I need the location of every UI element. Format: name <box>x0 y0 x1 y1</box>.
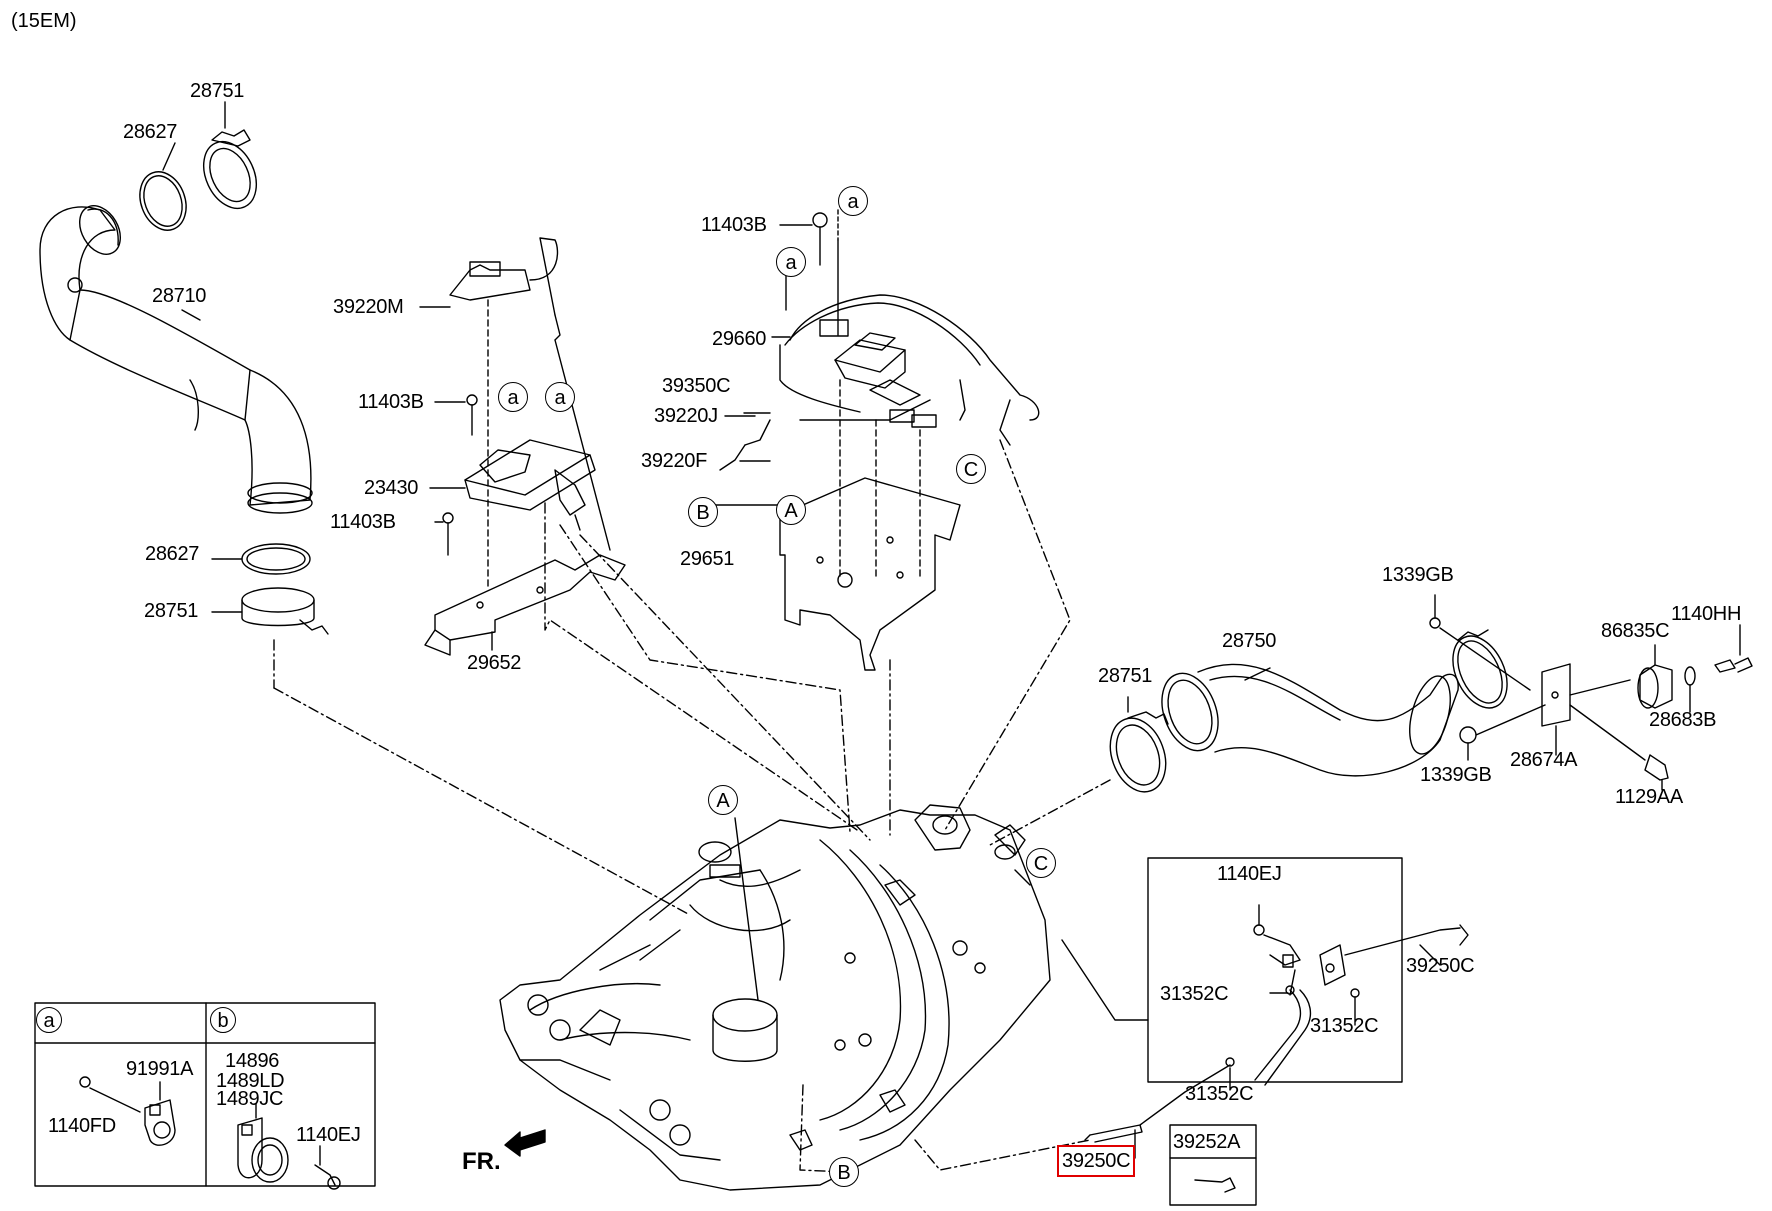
part-label-1140EJ-legend[interactable]: 1140EJ <box>296 1124 361 1146</box>
bolt-11403B-3-drawing <box>812 212 828 228</box>
part-label-86835C[interactable]: 86835C <box>1601 620 1670 642</box>
part-label-29660[interactable]: 29660 <box>712 328 767 350</box>
pipe-28750-drawing <box>1161 663 1459 777</box>
front-label: FR. <box>462 1148 501 1175</box>
callout-B-sensor: B <box>688 497 718 527</box>
clamp-1339GB-drawing <box>1429 617 1508 744</box>
dpf-assembly-drawing <box>499 804 1051 1191</box>
part-label-28750[interactable]: 28750 <box>1222 630 1277 652</box>
bolt-1140HH-drawing <box>1714 657 1753 673</box>
callout-a-1: a <box>838 186 868 216</box>
part-label-31352C-2[interactable]: 31352C <box>1310 1015 1379 1037</box>
part-label-1140HH[interactable]: 1140HH <box>1671 603 1742 625</box>
part-label-28751-top[interactable]: 28751 <box>190 80 245 102</box>
part-label-39252A[interactable]: 39252A <box>1173 1131 1241 1153</box>
part-label-39250C-right[interactable]: 39250C <box>1406 955 1475 977</box>
part-label-1489LD[interactable]: 1489LD <box>216 1070 285 1092</box>
legend-box <box>34 1002 376 1187</box>
bracket-28674A-drawing <box>1541 663 1571 727</box>
front-arrow-icon <box>504 1129 546 1157</box>
clamp-28751-mid-drawing <box>241 587 329 635</box>
washer-28683B-drawing <box>1684 666 1696 686</box>
part-label-91991A[interactable]: 91991A <box>126 1058 194 1080</box>
pipe-28710-drawing <box>39 205 313 514</box>
callout-a-4: a <box>545 382 575 412</box>
mount-86835C-drawing <box>1637 664 1673 709</box>
part-label-28674A[interactable]: 28674A <box>1510 749 1578 771</box>
part-label-39220F[interactable]: 39220F <box>641 450 708 472</box>
legend-a-header: a <box>36 1007 62 1033</box>
part-label-1339GB-bottom[interactable]: 1339GB <box>1420 764 1492 786</box>
plate-29651-drawing <box>779 477 961 671</box>
part-39252A-box <box>1169 1124 1257 1206</box>
clip-14896-drawing <box>237 1117 341 1190</box>
part-label-28683B[interactable]: 28683B <box>1649 709 1717 731</box>
tube-assembly-box <box>1147 857 1403 1083</box>
gasket-28627-top-drawing <box>139 171 187 231</box>
sensor-39220M-drawing <box>449 237 611 551</box>
legend-b-header: b <box>210 1007 236 1033</box>
part-label-23430[interactable]: 23430 <box>364 477 419 499</box>
part-label-31352C-1[interactable]: 31352C <box>1160 983 1229 1005</box>
part-label-28751-mid[interactable]: 28751 <box>144 600 199 622</box>
part-label-1489JC[interactable]: 1489JC <box>216 1088 284 1110</box>
part-label-1129AA[interactable]: 1129AA <box>1615 786 1683 808</box>
part-label-29651[interactable]: 29651 <box>680 548 735 570</box>
part-label-14896[interactable]: 14896 <box>225 1050 280 1072</box>
part-label-28627-top[interactable]: 28627 <box>123 121 178 143</box>
callout-a-3: a <box>498 382 528 412</box>
bracket-29652-drawing <box>424 554 626 656</box>
callout-B-main: B <box>829 1157 859 1187</box>
part-label-11403B-1[interactable]: 11403B <box>358 391 424 413</box>
bolt-11403B-1-drawing <box>466 394 478 406</box>
part-label-1339GB-top[interactable]: 1339GB <box>1382 564 1454 586</box>
part-label-39220M[interactable]: 39220M <box>333 296 404 318</box>
bolt-11403B-2-drawing <box>442 512 454 524</box>
part-label-31352C-3[interactable]: 31352C <box>1185 1083 1254 1105</box>
part-label-28751-right[interactable]: 28751 <box>1098 665 1153 687</box>
part-label-11403B-2[interactable]: 11403B <box>330 511 396 533</box>
clip-91991A-drawing <box>79 1076 176 1146</box>
part-label-39350C[interactable]: 39350C <box>662 375 731 397</box>
tube-assembly-drawing <box>1084 904 1469 1143</box>
part-label-39220J[interactable]: 39220J <box>654 405 718 427</box>
part-label-11403B-3[interactable]: 11403B <box>701 214 767 236</box>
part-label-29652[interactable]: 29652 <box>467 652 522 674</box>
part-label-1140FD[interactable]: 1140FD <box>48 1115 116 1137</box>
clamp-28751-top-drawing <box>202 129 258 210</box>
callout-A-sensor: A <box>776 495 806 525</box>
sensor-group-29660-drawing <box>719 294 1040 471</box>
callout-C-main: C <box>1026 848 1056 878</box>
part-label-39250C-bottom[interactable]: 39250C <box>1056 1145 1136 1177</box>
callout-C-sensor: C <box>956 454 986 484</box>
part-label-1140EJ-box[interactable]: 1140EJ <box>1217 863 1282 885</box>
clip-39252A-drawing <box>1194 1177 1236 1193</box>
bolt-1129AA-drawing <box>1644 754 1669 781</box>
part-label-28627-mid[interactable]: 28627 <box>145 543 200 565</box>
engine-code: (15EM) <box>11 10 77 32</box>
callout-A-main: A <box>708 785 738 815</box>
sensor-23430-drawing <box>464 439 596 531</box>
callout-a-2: a <box>776 247 806 277</box>
clamp-28751-right-drawing <box>1109 711 1169 793</box>
part-label-28710[interactable]: 28710 <box>152 285 207 307</box>
